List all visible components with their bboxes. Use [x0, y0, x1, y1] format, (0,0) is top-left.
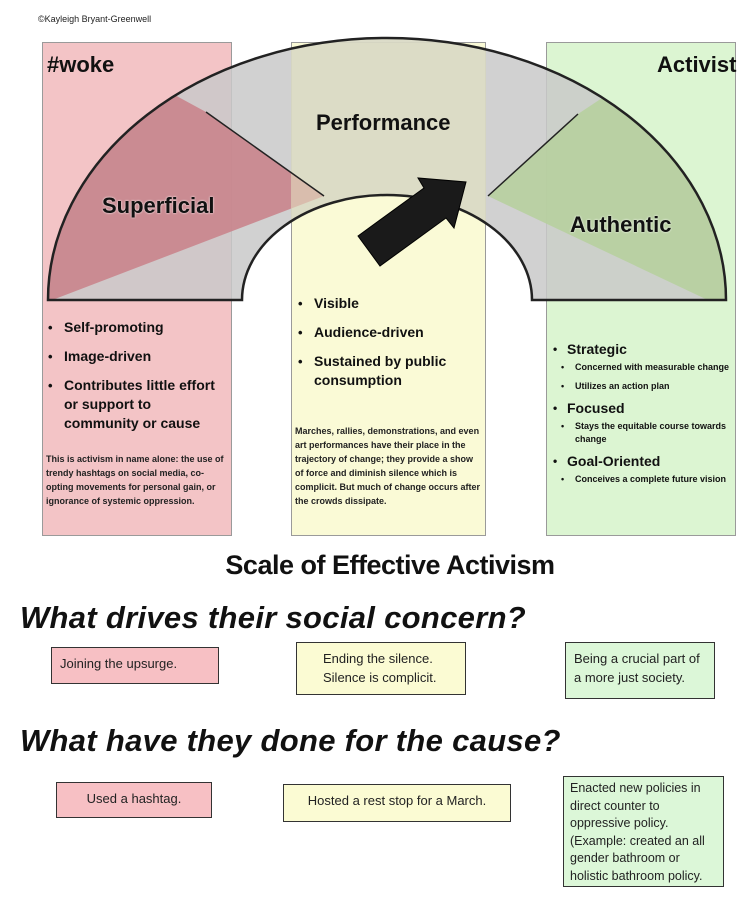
arc-divider-left: [205, 111, 325, 197]
performance-content: Visible Audience-driven Sustained by pub…: [296, 294, 482, 400]
woke-bullet: Self-promoting: [46, 318, 228, 337]
question-social-concern: What drives their social concern?: [20, 600, 527, 635]
performance-bullets: Visible Audience-driven Sustained by pub…: [296, 294, 482, 390]
activist-sub-list: Conceives a complete future vision: [551, 473, 733, 486]
answer-performance-concern: Ending the silence. Silence is complicit…: [296, 642, 466, 695]
answer-woke-action: Used a hashtag.: [56, 782, 212, 818]
activist-item-strategic: Strategic: [551, 340, 733, 358]
stage-authentic: Authentic: [570, 212, 672, 237]
woke-bullet: Image-driven: [46, 347, 228, 366]
activist-sub-item: Utilizes an action plan: [551, 380, 733, 393]
arc-outline: [46, 36, 728, 302]
header-woke: #woke: [47, 52, 115, 77]
woke-description: This is activism in name alone: the use …: [46, 454, 224, 506]
performance-bullet: Audience-driven: [296, 323, 482, 342]
header-activist: Activist: [657, 52, 737, 77]
performance-bullet: Sustained by public consumption: [296, 352, 482, 390]
stage-superficial: Superficial: [102, 193, 215, 218]
answer-performance-action: Hosted a rest stop for a March.: [283, 784, 511, 822]
woke-bullets: Self-promoting Image-driven Contributes …: [46, 318, 228, 433]
activist-sub-item: Stays the equitable course towards chang…: [551, 420, 733, 446]
activist-item-goal-oriented: Goal-Oriented: [551, 452, 733, 470]
activist-sub-item: Concerned with measurable change: [551, 361, 733, 374]
woke-bullet: Contributes little effort or support to …: [46, 376, 228, 433]
activist-item-focused: Focused: [551, 399, 733, 417]
scale-title: Scale of Effective Activism: [225, 550, 555, 580]
performance-description: Marches, rallies, demonstrations, and ev…: [295, 426, 481, 506]
header-performance: Performance: [316, 110, 451, 135]
question-done-for-cause: What have they done for the cause?: [20, 723, 561, 758]
performance-bullet: Visible: [296, 294, 482, 313]
activist-sub-item: Conceives a complete future vision: [551, 473, 733, 486]
copyright-notice: ©Kayleigh Bryant-Greenwell: [38, 14, 152, 24]
arc-divider-right: [487, 113, 579, 197]
answer-activist-concern: Being a crucial part of a more just soci…: [565, 642, 715, 699]
activist-sub-list: Stays the equitable course towards chang…: [551, 420, 733, 446]
arc-segment-performance: [291, 38, 486, 300]
woke-content: Self-promoting Image-driven Contributes …: [46, 318, 228, 443]
answer-activist-action: Enacted new policies in direct counter t…: [563, 776, 724, 887]
activist-content: Strategic Concerned with measurable chan…: [551, 340, 733, 492]
progress-arrow-icon: [357, 177, 467, 267]
answer-woke-concern: Joining the upsurge.: [51, 647, 219, 684]
activist-sub-list: Concerned with measurable change Utilize…: [551, 361, 733, 393]
